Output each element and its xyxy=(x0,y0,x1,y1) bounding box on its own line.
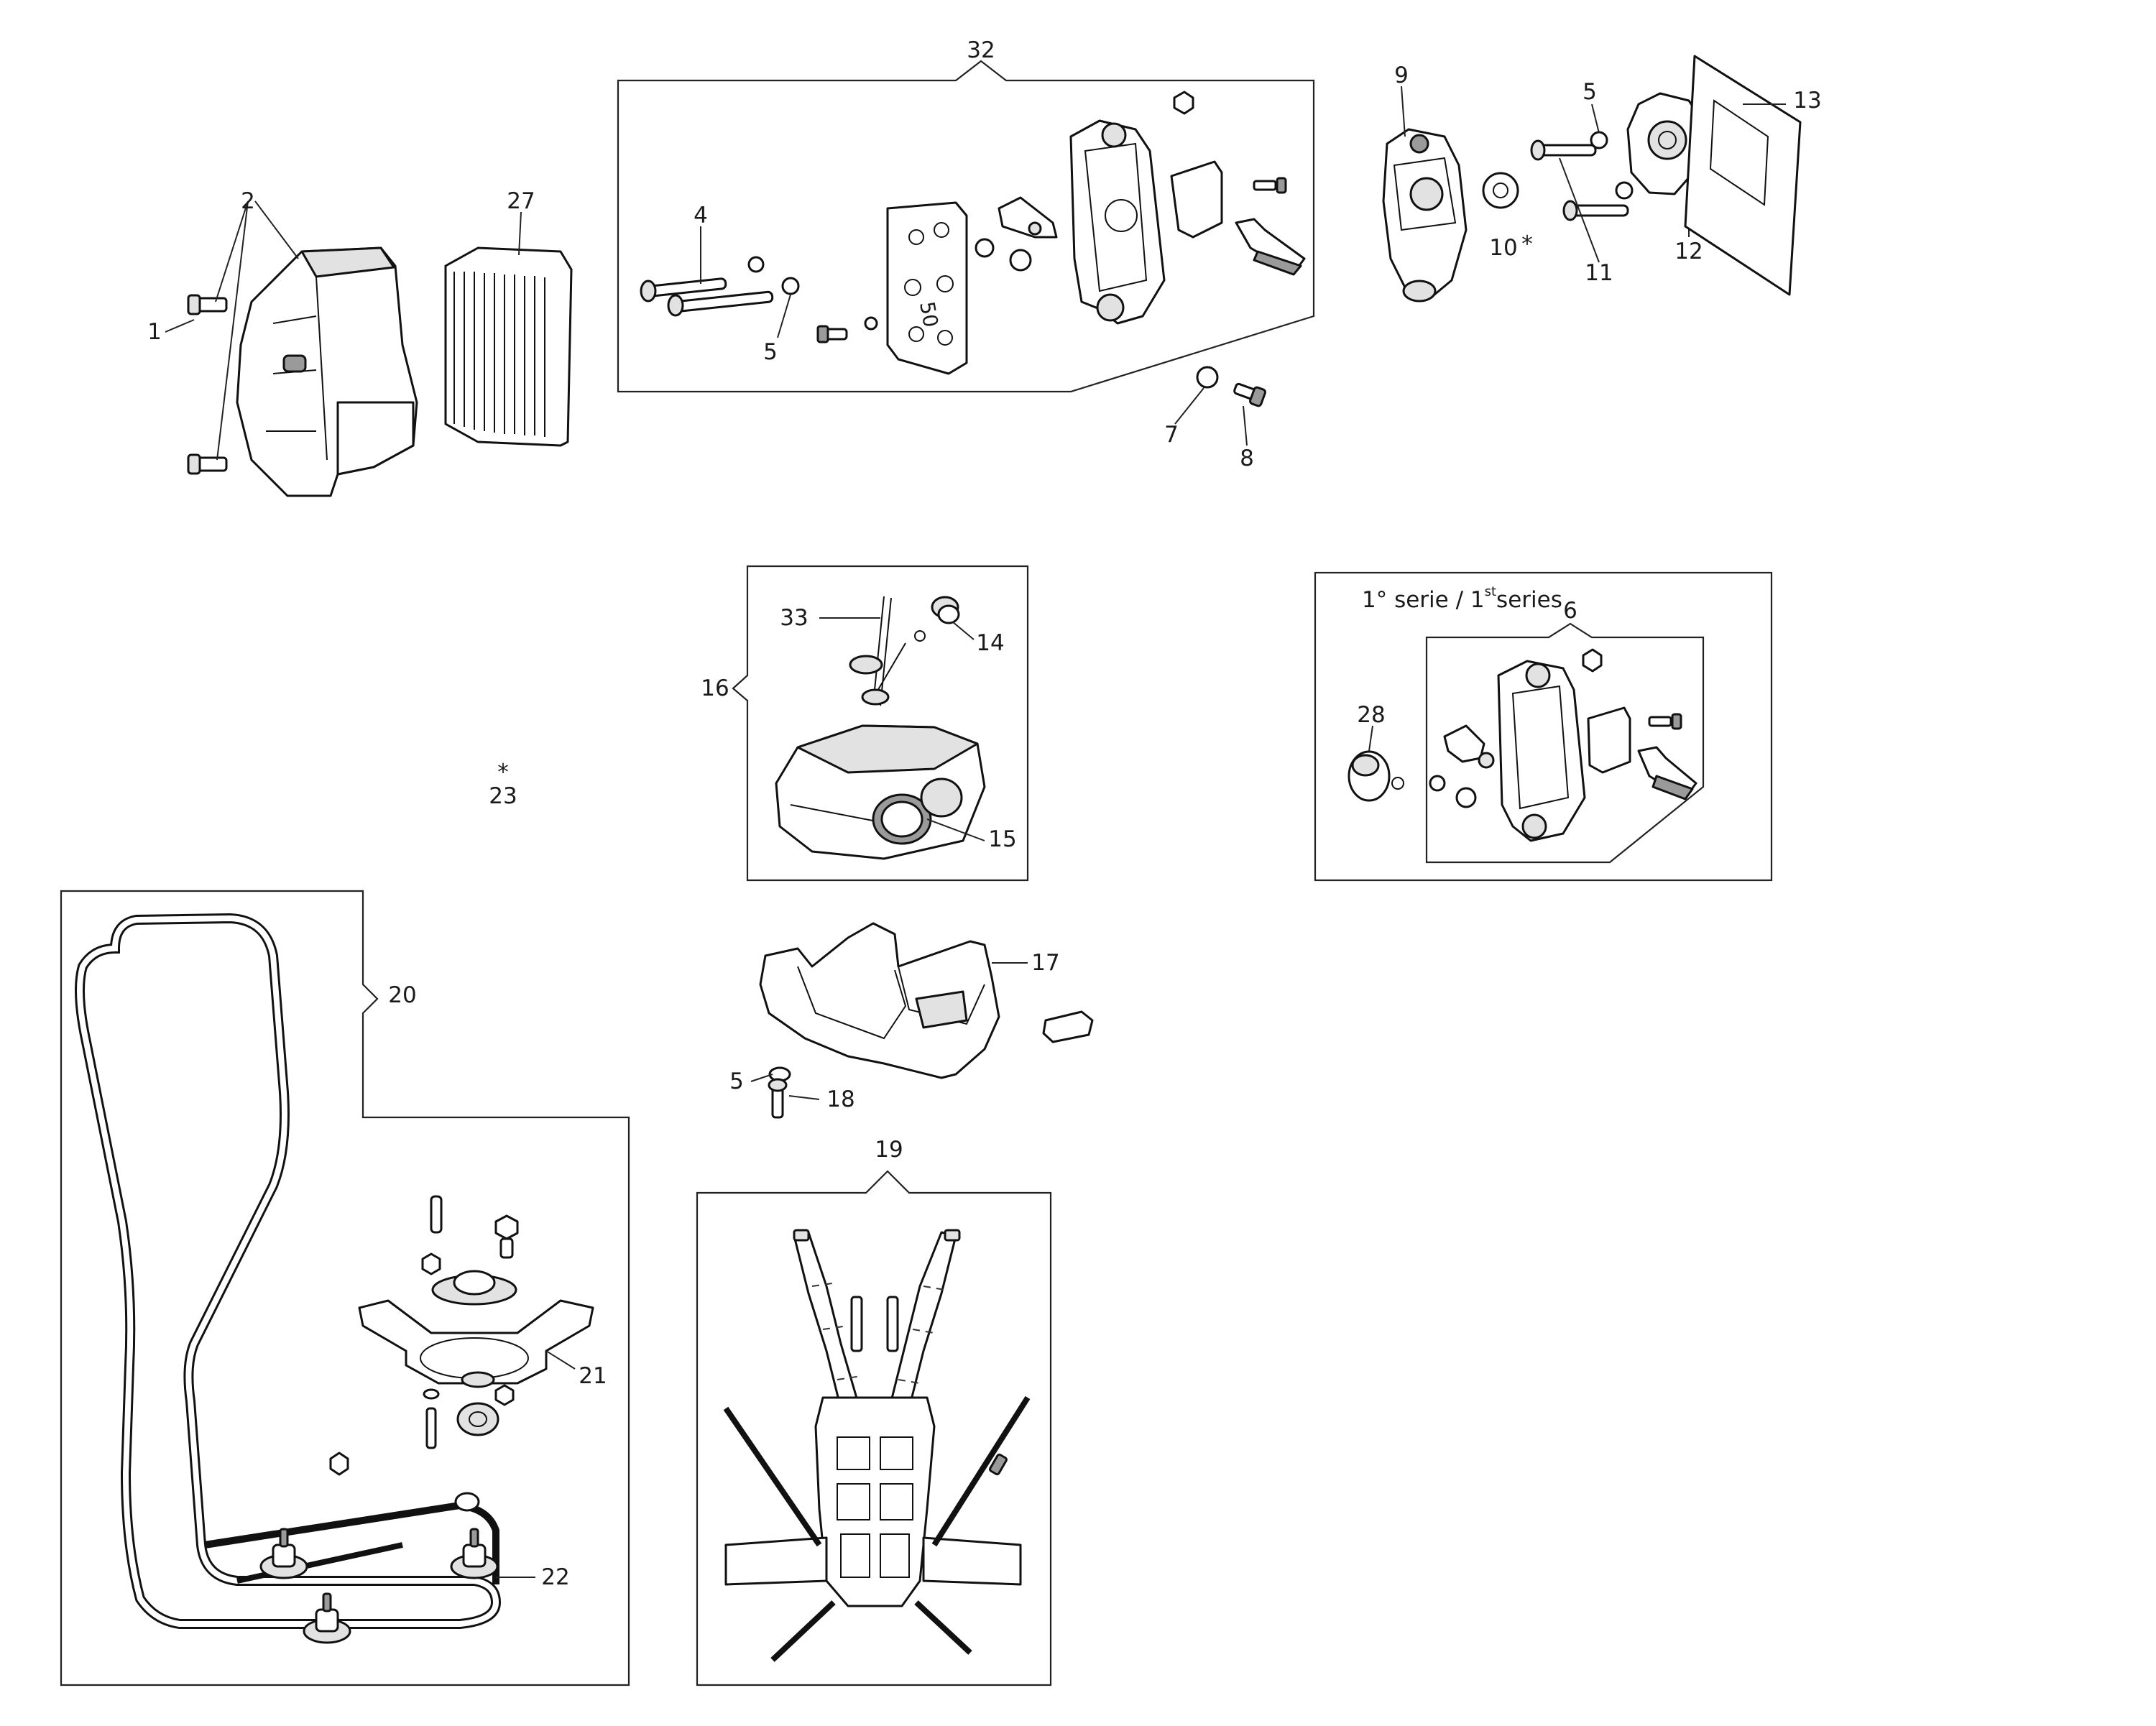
label-23: 23 xyxy=(489,783,517,809)
kit-19-frame xyxy=(696,1170,1052,1686)
label-19: 19 xyxy=(875,1137,903,1163)
fuel-pickup-33 xyxy=(849,596,906,706)
vent-valve-14 xyxy=(914,596,960,642)
label-11: 11 xyxy=(1585,260,1613,286)
nut-a xyxy=(1173,91,1194,115)
label-8: 8 xyxy=(1240,446,1254,471)
spacer-b xyxy=(1009,249,1032,272)
pad-block xyxy=(1042,1010,1094,1043)
label-27: 27 xyxy=(507,188,535,214)
screw-b xyxy=(1253,177,1287,194)
engine-mount-plate-21 xyxy=(329,1195,594,1512)
asterisk-10: * xyxy=(1521,231,1533,257)
bolt-18 xyxy=(768,1078,788,1119)
rubber-mounts-22 xyxy=(259,1528,499,1644)
label-4: 4 xyxy=(694,203,708,229)
pedal-6 xyxy=(1637,746,1697,800)
washer-c xyxy=(864,316,878,331)
first-series-frame xyxy=(1314,571,1773,882)
washer-5b-b xyxy=(1615,181,1634,200)
kit-32-frame xyxy=(617,60,1315,393)
screw-top xyxy=(187,294,228,315)
series-note: 1° serie / 1stseries xyxy=(1362,584,1562,613)
washer-a xyxy=(747,256,765,273)
harness-19 xyxy=(723,1229,1031,1662)
choke-lever-6 xyxy=(1443,724,1495,769)
kit-6-frame xyxy=(1425,622,1705,864)
label-15: 15 xyxy=(988,826,1016,852)
backpack-frame-tube xyxy=(75,913,502,1629)
label-18: 18 xyxy=(826,1086,854,1112)
screw-8 xyxy=(1233,382,1266,407)
spacer-6b xyxy=(1455,787,1477,808)
gasket-13 xyxy=(1684,55,1802,296)
gasket-10 xyxy=(1482,172,1519,209)
washer-b xyxy=(781,277,800,295)
fuel-tank xyxy=(775,724,986,860)
kit-16-frame xyxy=(732,565,1029,882)
washer-7 xyxy=(1196,366,1219,389)
tank-bracket-17 xyxy=(759,922,1000,1079)
washer-5b-a xyxy=(1590,131,1608,149)
label-22: 22 xyxy=(541,1564,569,1590)
small-screw-a xyxy=(816,325,848,343)
label-5b: 5 xyxy=(1583,79,1597,105)
bolts-11 xyxy=(1530,139,1629,221)
long-bolts xyxy=(640,277,774,317)
plate-stamp: 50 xyxy=(915,300,943,329)
nut-6 xyxy=(1582,648,1603,673)
label-14: 14 xyxy=(976,630,1004,656)
label-5a: 5 xyxy=(763,339,778,365)
spacer-a xyxy=(975,238,995,258)
label-12: 12 xyxy=(1674,239,1703,264)
label-1: 1 xyxy=(147,319,162,345)
spacer-6a xyxy=(1429,775,1446,792)
kit-20-frame xyxy=(60,890,630,1686)
series-note-sup: st xyxy=(1485,584,1496,599)
series-note-main: 1° serie / 1 xyxy=(1362,587,1485,613)
label-32: 32 xyxy=(967,37,995,63)
choke-pedal xyxy=(1235,218,1306,276)
air-filter-element xyxy=(444,246,573,447)
choke-knob-28 xyxy=(1348,750,1404,802)
label-5c: 5 xyxy=(729,1069,744,1094)
label-28: 28 xyxy=(1357,702,1385,728)
label-6: 6 xyxy=(1563,598,1577,624)
label-20: 20 xyxy=(388,982,416,1008)
filter-base xyxy=(1069,119,1223,325)
label-21: 21 xyxy=(579,1363,607,1389)
asterisk-23: * xyxy=(497,760,509,785)
label-9: 9 xyxy=(1394,63,1409,88)
label-13: 13 xyxy=(1793,88,1821,114)
intake-manifold-12 xyxy=(1626,92,1705,195)
choke-lever xyxy=(998,196,1058,239)
screw-6 xyxy=(1648,713,1682,730)
label-2: 2 xyxy=(241,188,255,214)
screw-bottom xyxy=(187,453,228,475)
air-filter-cover xyxy=(236,246,418,497)
carburetor xyxy=(1382,128,1468,303)
filter-base-6 xyxy=(1497,660,1631,842)
fuel-cap-15 xyxy=(872,777,963,845)
label-16: 16 xyxy=(701,675,729,701)
adapter-plate: 50 xyxy=(886,201,968,375)
label-33: 33 xyxy=(780,605,808,631)
label-17: 17 xyxy=(1031,950,1059,976)
label-7: 7 xyxy=(1164,422,1179,448)
series-note-tail: series xyxy=(1496,587,1562,613)
label-10: 10 xyxy=(1489,235,1517,261)
